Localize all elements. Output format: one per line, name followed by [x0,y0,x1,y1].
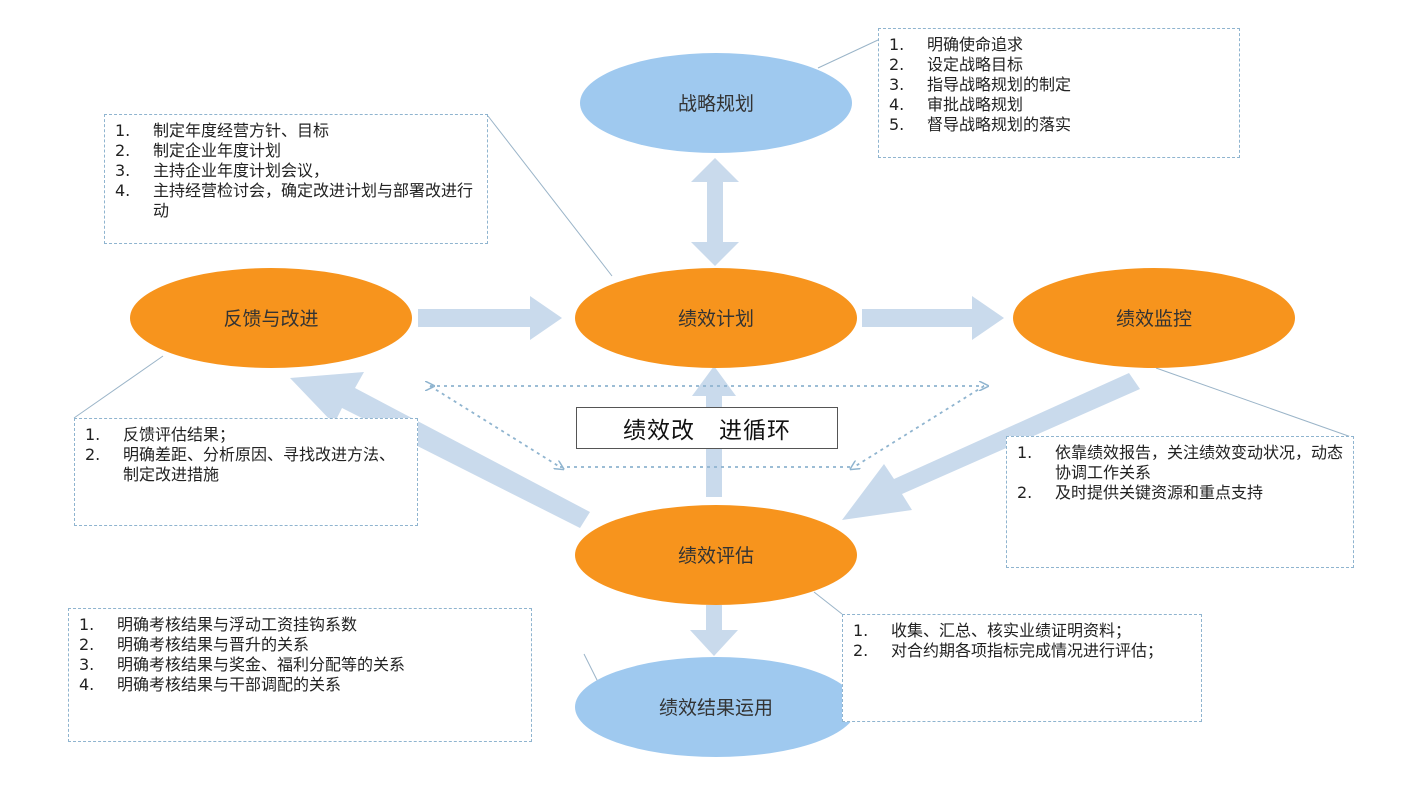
list-item-text: 明确考核结果与晋升的关系 [117,635,310,654]
list-item-text: 制定年度经营方针、目标 [153,121,330,140]
list-item: 2. 设定战略目标 [889,55,1231,75]
list-item: 1. 收集、汇总、核实业绩证明资料； [853,621,1193,641]
arrow-evaluate-feedback [290,372,590,528]
list-item-text: 收集、汇总、核实业绩证明资料； [891,621,1132,640]
list-item-text: 督导战略规划的落实 [927,115,1072,134]
node-feedback [130,268,412,368]
arrow-plan-monitor [862,296,1004,340]
list-item: 3. 指导战略规划的制定 [889,75,1231,95]
list-item-number: 1. [853,621,869,640]
list-item-text: 反馈评估结果； [123,425,236,444]
list-item: 4. 主持经营检讨会，确定改进计划与部署改进行动 [115,181,479,221]
list-item: 4. 明确考核结果与干部调配的关系 [79,675,523,695]
list-item-text: 明确考核结果与奖金、福利分配等的关系 [117,655,406,674]
list-item-text: 依靠绩效报告，关注绩效变动状况，动态协调工作关系 [1055,443,1344,482]
list-item-number: 1. [1017,443,1033,462]
cycle-label-text: 绩效改 进循环 [623,418,791,444]
list-item-number: 2. [889,55,905,74]
list-item-number: 1. [115,121,131,140]
list-item-text: 指导战略规划的制定 [927,75,1072,94]
list-item: 2. 制定企业年度计划 [115,141,479,161]
list-item-text: 明确考核结果与干部调配的关系 [117,675,342,694]
list-item-text: 及时提供关键资源和重点支持 [1055,483,1264,502]
node-monitor [1013,268,1295,368]
list-item-number: 3. [115,161,131,180]
list-item: 2. 明确差距、分析原因、寻找改进方法、制定改进措施 [85,445,409,485]
node-strategy-label: 战略规划 [678,93,754,115]
node-result-label: 绩效结果运用 [659,697,773,719]
list-item-text: 对合约期各项指标完成情况进行评估； [891,641,1164,660]
list-item: 2. 明确考核结果与晋升的关系 [79,635,523,655]
node-evaluate-label: 绩效评估 [678,545,754,567]
result-duties-box: 1. 明确考核结果与浮动工资挂钩系数 2. 明确考核结果与晋升的关系 3. 明确考核结果与… [68,608,532,742]
list-item-number: 5. [889,115,905,134]
list-item-text: 制定企业年度计划 [153,141,282,160]
list-item-number: 2. [115,141,131,160]
list-item: 3. 明确考核结果与奖金、福利分配等的关系 [79,655,523,675]
feedback-duties-box: 1. 反馈评估结果； 2. 明确差距、分析原因、寻找改进方法、制定改进措施 [74,418,418,526]
node-evaluate [575,505,857,605]
list-item-number: 2. [85,445,101,464]
cycle-label: 绩效改 进循环 [576,407,838,449]
list-item: 1. 明确考核结果与浮动工资挂钩系数 [79,615,523,635]
list-item: 2. 及时提供关键资源和重点支持 [1017,483,1345,503]
list-item-number: 3. [889,75,905,94]
plan-duties-box: 1. 制定年度经营方针、目标 2. 制定企业年度计划 3. 主持企业年度计划会议， 4. 主持… [104,114,488,244]
list-item-text: 明确差距、分析原因、寻找改进方法、制定改进措施 [123,445,396,484]
list-item-number: 3. [79,655,95,674]
list-item-number: 4. [79,675,95,694]
list-item-text: 设定战略目标 [927,55,1024,74]
list-item-number: 2. [79,635,95,654]
list-item-number: 1. [889,35,905,54]
connector-lines [73,39,1355,687]
improvement-cycle-path [430,386,984,467]
list-item: 1. 反馈评估结果； [85,425,409,445]
list-item-text: 主持企业年度计划会议， [153,161,330,180]
list-item: 1. 制定年度经营方针、目标 [115,121,479,141]
list-item: 4. 审批战略规划 [889,95,1231,115]
node-plan-label: 绩效计划 [678,308,754,330]
list-item-number: 2. [1017,483,1033,502]
list-item-text: 明确考核结果与浮动工资挂钩系数 [117,615,358,634]
list-item-number: 4. [115,181,131,200]
list-item: 5. 督导战略规划的落实 [889,115,1231,135]
node-feedback-label: 反馈与改进 [223,308,318,330]
list-item-text: 审批战略规划 [927,95,1024,114]
node-result [575,657,857,757]
list-item: 1. 依靠绩效报告，关注绩效变动状况，动态协调工作关系 [1017,443,1345,483]
list-item-number: 1. [85,425,101,444]
node-plan [575,268,857,368]
arrow-evaluate-result [690,605,738,656]
strategy-duties-box: 1. 明确使命追求 2. 设定战略目标 3. 指导战略规划的制定 4. 审批战略规划 5. 督导战… [878,28,1240,158]
list-item: 1. 明确使命追求 [889,35,1231,55]
evaluate-duties-box: 1. 收集、汇总、核实业绩证明资料； 2. 对合约期各项指标完成情况进行评估； [842,614,1202,722]
list-item-number: 2. [853,641,869,660]
node-strategy [580,53,852,153]
list-item-number: 4. [889,95,905,114]
monitor-duties-box: 1. 依靠绩效报告，关注绩效变动状况，动态协调工作关系 2. 及时提供关键资源和重点支… [1006,436,1354,568]
list-item-number: 1. [79,615,95,634]
arrow-strategy-plan [691,158,739,266]
list-item: 3. 主持企业年度计划会议， [115,161,479,181]
node-monitor-label: 绩效监控 [1116,308,1192,330]
list-item-text: 明确使命追求 [927,35,1024,54]
list-item: 2. 对合约期各项指标完成情况进行评估； [853,641,1193,661]
list-item-text: 主持经营检讨会，确定改进计划与部署改进行动 [153,181,474,220]
arrow-monitor-evaluate [842,373,1140,520]
arrow-feedback-plan [418,296,562,340]
